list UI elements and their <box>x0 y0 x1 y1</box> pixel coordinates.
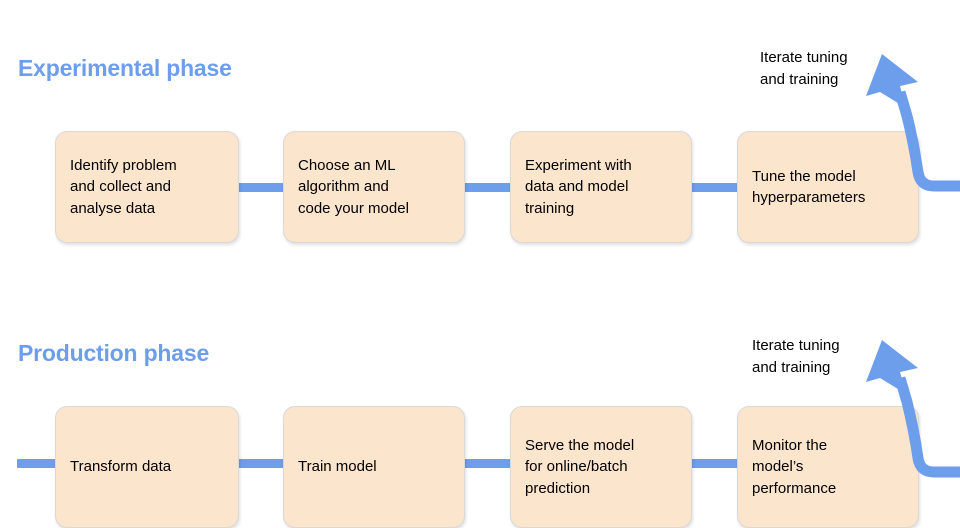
feedback-label-production: Iterate tuning and training <box>752 337 840 376</box>
process-box-choose-algorithm[interactable]: Choose an ML algorithm and code your mod… <box>283 131 465 243</box>
process-box-label: Tune the model hyperparameters <box>752 167 866 206</box>
process-box-train-model[interactable]: Train model <box>283 406 465 528</box>
process-box-label: Monitor the model’s performance <box>752 437 837 497</box>
connector-prd-3-4 <box>691 459 738 468</box>
process-box-label: Serve the model for online/batch predict… <box>525 437 635 497</box>
connector-prd-2-3 <box>464 459 511 468</box>
connector-prd-1-2 <box>238 459 284 468</box>
process-box-label: Train model <box>298 458 377 476</box>
connector-exp-2-3 <box>464 183 511 192</box>
process-box-serve-model[interactable]: Serve the model for online/batch predict… <box>510 406 692 528</box>
connector-exp-3-4 <box>691 183 738 192</box>
process-box-monitor-model[interactable]: Monitor the model’s performance <box>737 406 919 528</box>
process-box-label: Experiment with data and model training <box>525 157 632 217</box>
process-box-label: Choose an ML algorithm and code your mod… <box>298 157 409 217</box>
process-box-label: Identify problem and collect and analyse… <box>70 157 177 217</box>
phase-heading-production: Production phase <box>18 340 210 366</box>
process-box-label: Transform data <box>70 458 172 476</box>
connector-exp-1-2 <box>238 183 284 192</box>
process-box-experiment[interactable]: Experiment with data and model training <box>510 131 692 243</box>
process-box-tune-hyperparameters[interactable]: Tune the model hyperparameters <box>737 131 919 243</box>
phase-heading-experimental: Experimental phase <box>18 55 232 81</box>
process-box-transform-data[interactable]: Transform data <box>55 406 239 528</box>
feedback-label-experimental: Iterate tuning and training <box>760 49 848 88</box>
connector-prd-inbound <box>17 459 56 468</box>
process-box-identify-problem[interactable]: Identify problem and collect and analyse… <box>55 131 239 243</box>
